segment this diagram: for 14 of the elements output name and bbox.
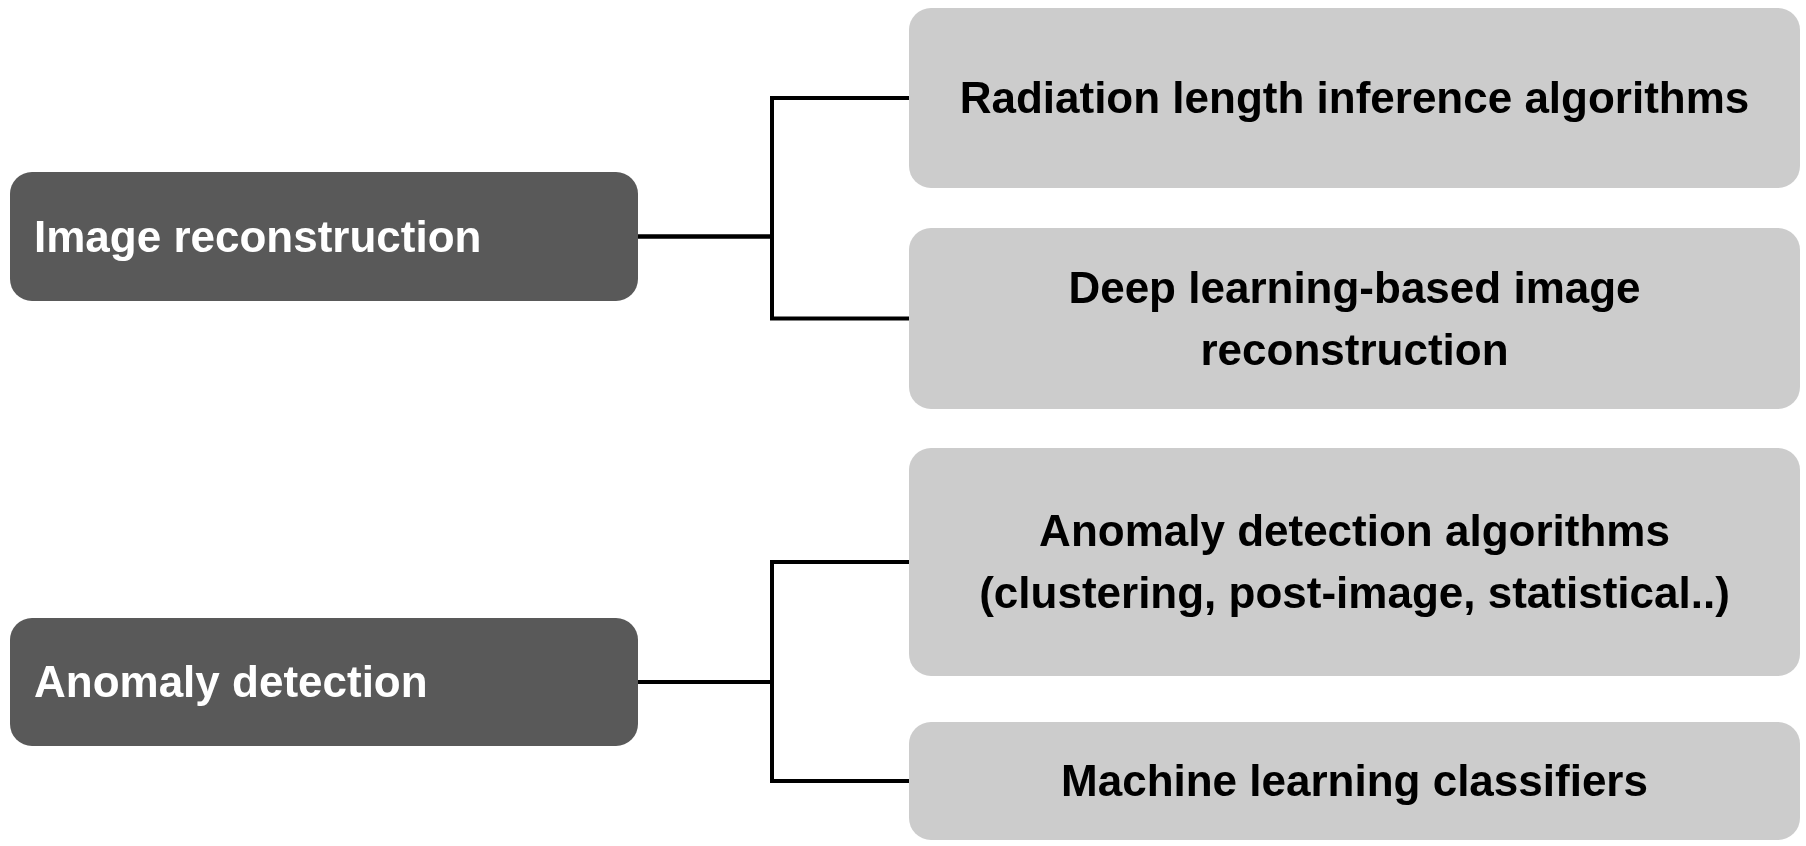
box-label: Machine learning classifiers	[1061, 755, 1648, 807]
box-label: Anomaly detection	[34, 656, 428, 708]
method-box	[909, 8, 1800, 188]
box-label: Anomaly detection algorithms (clustering, post-image, statistical..)	[978, 505, 1731, 619]
box-label: Deep learning-based image reconstruction	[1067, 261, 1642, 376]
box-label: Image reconstruction	[34, 210, 482, 263]
category-box	[10, 172, 638, 301]
method-box	[909, 448, 1800, 676]
method-box	[909, 228, 1800, 409]
method-box	[909, 722, 1800, 840]
category-box	[10, 618, 638, 746]
connector-line	[638, 680, 909, 783]
connector-line	[638, 234, 909, 321]
box-label: Radiation length inference algorithms	[959, 72, 1750, 124]
